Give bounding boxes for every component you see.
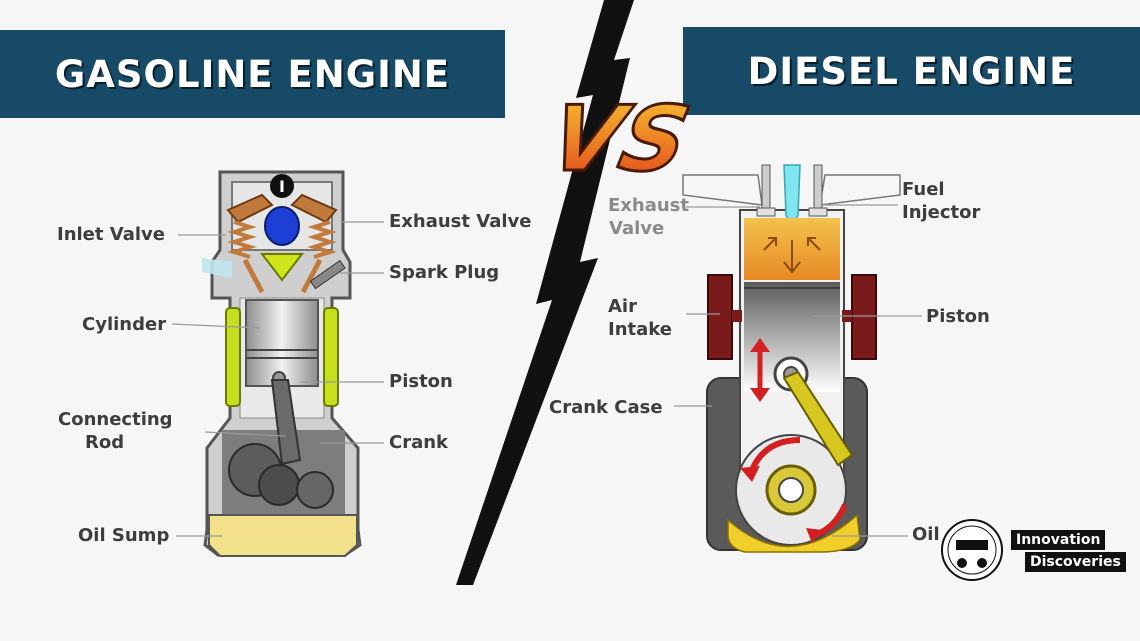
gasoline-cylinder-wall-right xyxy=(323,307,339,407)
lightning-divider xyxy=(456,0,634,585)
label-oil-sump: Oil Sump xyxy=(78,525,170,546)
label-crank: Crank xyxy=(389,432,449,453)
label-inlet-valve: Inlet Valve xyxy=(57,224,165,245)
diesel-air-intake-left xyxy=(707,274,733,360)
label-connecting-rod-line1: Connecting xyxy=(58,409,173,430)
cylinder-number-text: I xyxy=(279,177,285,196)
gasoline-engine-title: GASOLINE ENGINE xyxy=(0,30,505,118)
brand-logo xyxy=(941,519,1003,581)
label-cylinder: Cylinder xyxy=(82,314,167,335)
brand-name-line2: Discoveries xyxy=(1025,552,1126,572)
label-fuel-injector-line1: Fuel xyxy=(902,179,945,200)
label-air-intake-line1: Air xyxy=(608,296,637,317)
diesel-oil xyxy=(727,513,861,553)
label-connecting-rod-line2: Rod xyxy=(85,432,125,453)
label-diesel-piston: Piston xyxy=(926,306,990,327)
label-oil: Oil xyxy=(912,524,940,545)
label-air-intake-line2: Intake xyxy=(608,319,672,340)
diesel-connecting-rod xyxy=(782,370,854,467)
diesel-engine-drawing xyxy=(674,164,922,553)
diesel-engine-title: DIESEL ENGINE xyxy=(683,27,1140,115)
label-fuel-injector-line2: Injector xyxy=(902,202,981,223)
brand-name-line1: Innovation xyxy=(1011,530,1106,550)
label-gasoline-piston: Piston xyxy=(389,371,453,392)
label-spark-plug: Spark Plug xyxy=(389,262,500,283)
gasoline-cylinder-wall-left xyxy=(225,307,241,407)
diesel-air-intake-right xyxy=(851,274,877,360)
label-gasoline-exhaust-valve: Exhaust Valve xyxy=(389,211,532,232)
gasoline-oil-sump xyxy=(208,514,358,557)
camshaft xyxy=(264,206,300,246)
label-crank-case: Crank Case xyxy=(549,397,663,418)
versus-mark: VS xyxy=(541,88,698,192)
label-diesel-exhaust-line2: Valve xyxy=(609,218,665,239)
label-diesel-exhaust-line1: Exhaust xyxy=(608,195,689,216)
cylinder-number-badge xyxy=(270,174,294,198)
gasoline-engine-drawing: I xyxy=(171,170,384,557)
